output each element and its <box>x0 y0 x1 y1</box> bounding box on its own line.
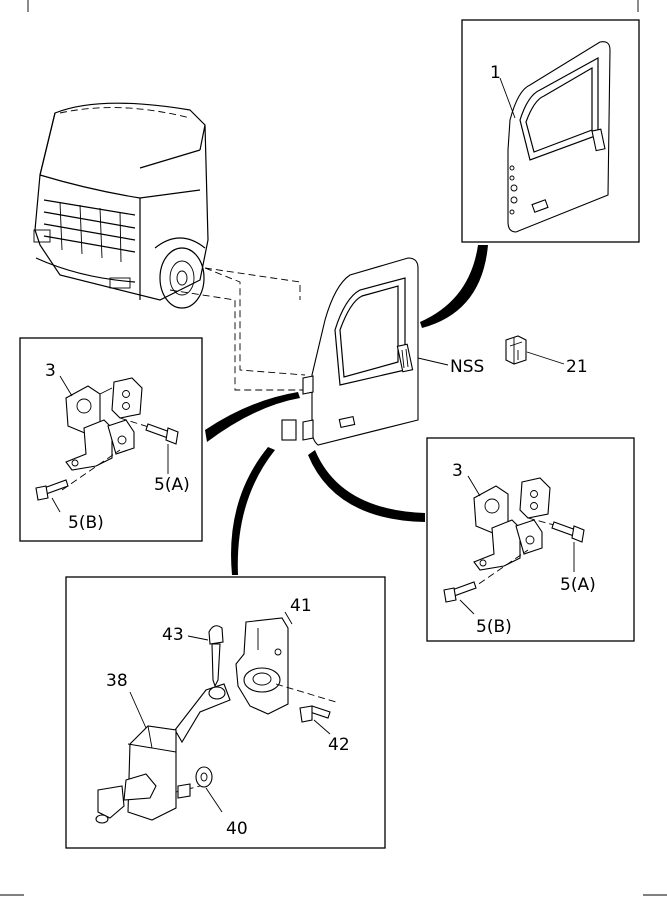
label-bolt-a-right: 5(A) <box>560 575 596 595</box>
label-hinge-left: 3 <box>45 361 56 381</box>
door-nss <box>281 257 449 446</box>
hinge-right-part <box>443 475 585 615</box>
label-clip: 21 <box>566 357 588 377</box>
label-door-side: NSS <box>450 357 484 377</box>
label-bolt-b-left: 5(B) <box>68 513 104 533</box>
label-pin: 43 <box>162 625 184 645</box>
label-washer: 40 <box>226 819 248 839</box>
label-bolt-b-right: 5(B) <box>476 617 512 637</box>
label-bracket: 41 <box>290 596 312 616</box>
label-door-panel: 1 <box>490 63 501 83</box>
clip-part <box>505 335 565 365</box>
truck-cab-illustration <box>33 102 209 309</box>
hinge-left-part <box>35 375 179 513</box>
label-bolt-a-left: 5(A) <box>154 475 190 495</box>
label-hinge-right: 3 <box>452 461 463 481</box>
label-check-link: 38 <box>106 671 128 691</box>
door-panel-part <box>499 41 611 233</box>
check-link-parts <box>95 611 337 824</box>
label-bolt-42: 42 <box>328 735 350 755</box>
callout-curves <box>205 245 488 575</box>
hinge-leader-lines <box>169 267 306 391</box>
